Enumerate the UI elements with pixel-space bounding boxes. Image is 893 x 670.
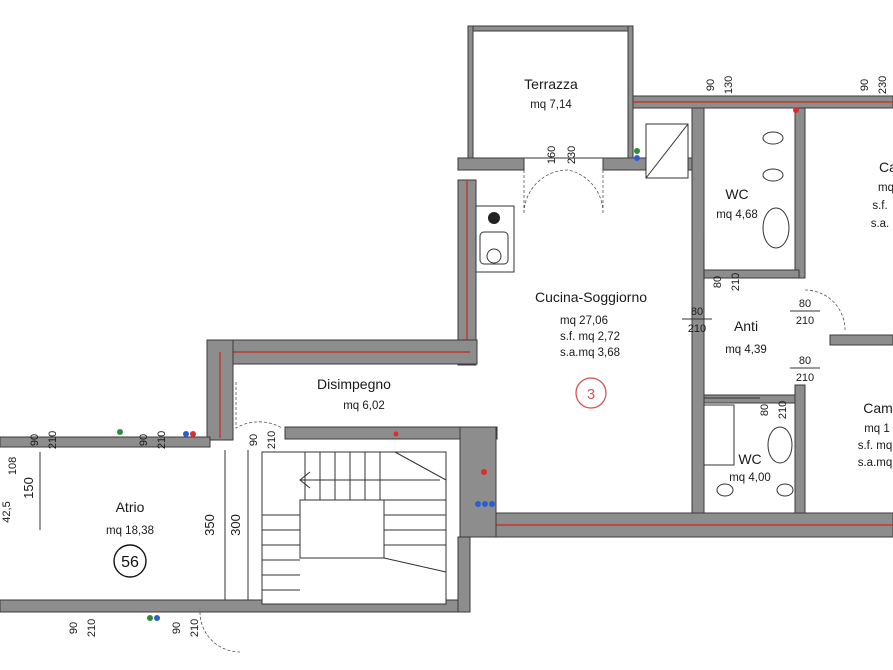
camera2-name: Cam	[863, 400, 893, 416]
markers: 3 56	[113, 377, 607, 578]
terrazza-area: mq 7,14	[530, 99, 572, 111]
camera2-area: mq 1	[864, 423, 890, 435]
wc1-toilet	[762, 131, 784, 145]
wc1-right-wall	[794, 107, 806, 279]
cucina-sf: s.f. mq 2,72	[560, 331, 620, 343]
dim-anti-80: 80	[691, 306, 703, 318]
dim-top-90a: 90	[705, 79, 717, 91]
room-labels: Terrazza mq 7,14 Cucina-Soggiorno mq 27,…	[106, 76, 893, 537]
dim-bot-210b: 210	[189, 619, 201, 637]
unit-marker-circle	[575, 377, 607, 409]
dim-atr-90a: 90	[29, 434, 41, 446]
doors	[199, 169, 846, 653]
wc1-basin	[762, 207, 790, 249]
terrazza-name: Terrazza	[524, 76, 578, 92]
camera1-area: mq	[878, 182, 893, 194]
terrace-door-right	[567, 169, 604, 215]
dim-cam-80: 80	[799, 298, 811, 310]
wc1-name: WC	[725, 186, 748, 202]
stair-marker-circle	[113, 544, 147, 578]
atrio-top-wall	[0, 436, 211, 448]
dim-atr-210a: 210	[47, 431, 59, 449]
dim-wc2-210: 210	[777, 401, 789, 419]
stair-direction-arrow	[299, 471, 440, 489]
cucina-name: Cucina-Soggiorno	[535, 289, 647, 305]
wc2-toilet	[716, 483, 734, 497]
camera-door	[804, 289, 846, 331]
dim-left-42: 42,5	[1, 501, 13, 522]
staircase	[261, 451, 447, 605]
entry-door	[199, 611, 241, 653]
wc2-basin	[767, 426, 793, 464]
dim-top-90b: 90	[859, 79, 871, 91]
stair-steps	[262, 451, 447, 591]
wc2-bidet	[776, 483, 794, 497]
dim-terr-230: 230	[566, 146, 578, 164]
dim-stair-300: 300	[228, 514, 243, 536]
camera-divider-wall	[829, 334, 893, 346]
disimpegno-area: mq 6,02	[343, 400, 385, 412]
dim-wc-80: 80	[712, 276, 724, 288]
wc2-right-wall	[794, 384, 806, 514]
terrazza-wall-right	[627, 25, 634, 161]
camera2-sa: s.a.mq	[858, 457, 893, 469]
camera1-name: Ca	[879, 159, 893, 175]
dim-cam-210: 210	[796, 315, 814, 327]
dim-cam2-80: 80	[799, 355, 811, 367]
atrio-area: mq 18,38	[106, 525, 154, 537]
terrace-door-left	[523, 169, 569, 215]
stair-marker-number: 56	[121, 554, 139, 571]
service-points	[117, 107, 799, 621]
dim-dis-90: 90	[248, 434, 260, 446]
terrazza-wall-top	[467, 25, 634, 32]
wc1-bidet	[762, 168, 784, 182]
dim-wc-210: 210	[730, 273, 742, 291]
disimpegno-name: Disimpegno	[317, 376, 391, 392]
cooktop-burner	[488, 212, 500, 224]
sink-drain	[486, 248, 502, 264]
camera1-sf: s.f.	[872, 200, 887, 212]
cucina-sa: s.a.mq 3,68	[560, 347, 620, 359]
dim-bot-210a: 210	[86, 619, 98, 637]
dim-bot-90a: 90	[68, 622, 80, 634]
dimensions: 160 230 90 130 90 230 80 210 80 210 80 2…	[1, 76, 889, 637]
camera2-sf: s.f. mq	[858, 440, 893, 452]
wc2-name: WC	[738, 451, 761, 467]
dim-left-108: 108	[7, 457, 19, 475]
dim-atr-210b: 210	[156, 431, 168, 449]
wc2-area: mq 4,00	[729, 472, 771, 484]
dim-top-130a: 130	[723, 76, 735, 94]
unit-marker-number: 3	[587, 386, 595, 403]
anti-name: Anti	[734, 318, 758, 334]
terrazza-wall-left	[467, 25, 474, 161]
stair-right-wall	[459, 426, 497, 538]
dim-left-150: 150	[21, 477, 36, 499]
dim-terr-160: 160	[546, 146, 558, 164]
fixtures	[475, 123, 794, 497]
camera1-sa: s.a.	[871, 218, 890, 230]
stair-well	[299, 499, 385, 559]
atrio-name: Atrio	[116, 499, 145, 515]
terrazza-outline	[470, 27, 632, 159]
disimpegno-door	[235, 382, 283, 429]
stair-top-wall	[284, 426, 498, 440]
dim-top-230b: 230	[877, 76, 889, 94]
dim-dis-210: 210	[266, 431, 278, 449]
wc1-area: mq 4,68	[716, 209, 758, 221]
dim-anti-210: 210	[688, 323, 706, 335]
kitchen-top-wall	[457, 157, 525, 171]
dim-stair-350: 350	[202, 514, 217, 536]
anti-area: mq 4,39	[725, 344, 767, 356]
stair-bottom-right-wall	[457, 536, 471, 613]
dim-bot-90b: 90	[171, 622, 183, 634]
wc2-shower	[703, 404, 735, 466]
dim-wc2-80: 80	[759, 404, 771, 416]
dim-atr-90b: 90	[138, 434, 150, 446]
shower-diag	[645, 123, 689, 179]
cucina-area: mq 27,06	[560, 315, 608, 327]
dim-cam2-210: 210	[796, 372, 814, 384]
